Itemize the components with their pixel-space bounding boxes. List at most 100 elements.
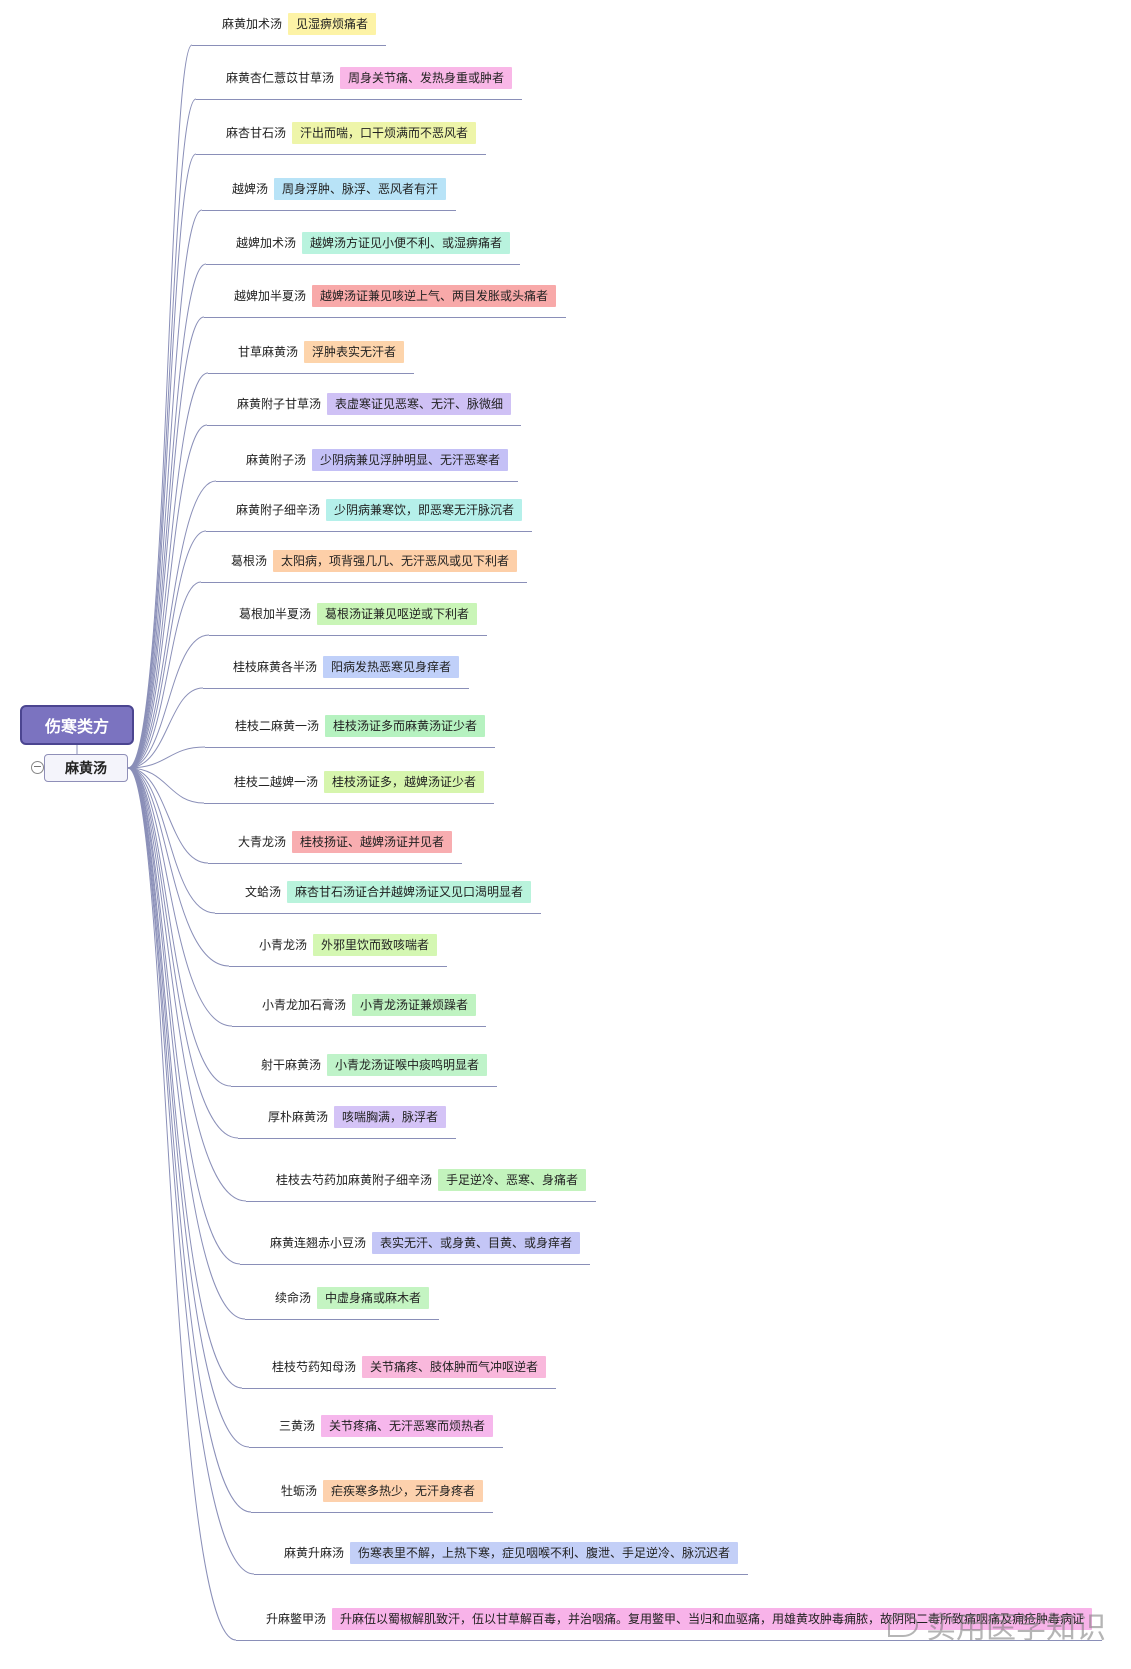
branch-description: 麻杏甘石汤证合并越婢汤证又见口渴明显者 bbox=[287, 881, 532, 903]
branch-node[interactable]: 桂枝二越婢一汤桂枝汤证多，越婢汤证少者 bbox=[234, 771, 485, 793]
branch-node[interactable]: 牡蛎汤疟疾寒多热少，无汗身疼者 bbox=[281, 1480, 484, 1502]
branch-name: 麻黄连翘赤小豆汤 bbox=[270, 1236, 367, 1250]
branch-description: 表实无汗、或身黄、目黄、或身痒者 bbox=[372, 1232, 581, 1254]
branch-node[interactable]: 麻黄附子甘草汤表虚寒证见恶寒、无汗、脉微细 bbox=[237, 393, 512, 415]
branch-underline bbox=[206, 264, 520, 265]
branch-underline bbox=[201, 582, 527, 583]
branch-description: 葛根汤证兼见呕逆或下利者 bbox=[317, 603, 478, 625]
connector-curve bbox=[127, 767, 243, 1389]
connector-curve bbox=[127, 767, 247, 1202]
branch-name: 麻杏甘石汤 bbox=[226, 126, 287, 140]
branch-node[interactable]: 射干麻黄汤小青龙汤证喉中痰鸣明显者 bbox=[261, 1054, 488, 1076]
connector-curve bbox=[127, 767, 252, 1513]
branch-description: 关节痛疼、肢体肿而气冲呕逆者 bbox=[362, 1356, 547, 1378]
branch-name: 大青龙汤 bbox=[238, 835, 287, 849]
branch-node[interactable]: 麻黄连翘赤小豆汤表实无汗、或身黄、目黄、或身痒者 bbox=[270, 1232, 581, 1254]
branch-name: 麻黄附子汤 bbox=[246, 453, 307, 467]
branch-underline bbox=[192, 45, 386, 46]
connector-curve bbox=[127, 581, 202, 769]
branch-node[interactable]: 葛根加半夏汤葛根汤证兼见呕逆或下利者 bbox=[239, 603, 478, 625]
branch-node[interactable]: 麻黄附子汤少阴病兼见浮肿明显、无汗恶寒者 bbox=[246, 449, 509, 471]
branch-description: 少阴病兼见浮肿明显、无汗恶寒者 bbox=[312, 449, 509, 471]
connector-curve bbox=[127, 98, 197, 769]
branch-underline bbox=[236, 1640, 1102, 1641]
branch-node[interactable]: 小青龙汤外邪里饮而致咳喘者 bbox=[259, 934, 438, 956]
branch-underline bbox=[251, 1512, 493, 1513]
branch-underline bbox=[207, 425, 521, 426]
root-node[interactable]: 伤寒类方 bbox=[20, 705, 134, 745]
branch-node[interactable]: 越婢加术汤越婢汤方证见小便不利、或湿痹痛者 bbox=[236, 232, 511, 254]
branch-description: 浮肿表实无汗者 bbox=[304, 341, 405, 363]
branch-node[interactable]: 麻黄杏仁薏苡甘草汤周身关节痛、发热身重或肿者 bbox=[226, 67, 513, 89]
branch-name: 小青龙加石膏汤 bbox=[262, 998, 347, 1012]
branch-node[interactable]: 桂枝芍药知母汤关节痛疼、肢体肿而气冲呕逆者 bbox=[272, 1356, 547, 1378]
branch-description: 手足逆冷、恶寒、身痛者 bbox=[438, 1169, 587, 1191]
branch-description: 疟疾寒多热少，无汗身疼者 bbox=[323, 1480, 484, 1502]
branch-name: 越婢汤 bbox=[232, 182, 269, 196]
branch-underline bbox=[238, 1138, 456, 1139]
branch-underline bbox=[209, 635, 487, 636]
branch-name: 桂枝去芍药加麻黄附子细辛汤 bbox=[276, 1173, 433, 1187]
branch-description: 桂枝汤证多，越婢汤证少者 bbox=[324, 771, 485, 793]
branch-node[interactable]: 桂枝麻黄各半汤阳病发热恶寒见身痒者 bbox=[233, 656, 460, 678]
branch-underline bbox=[206, 531, 532, 532]
branch-description: 周身关节痛、发热身重或肿者 bbox=[340, 67, 513, 89]
branch-node[interactable]: 桂枝二麻黄一汤桂枝汤证多而麻黄汤证少者 bbox=[235, 715, 486, 737]
connector-curve bbox=[127, 530, 207, 769]
branch-node[interactable]: 厚朴麻黄汤咳喘胸满，脉浮者 bbox=[268, 1106, 447, 1128]
branch-name: 桂枝二越婢一汤 bbox=[234, 775, 319, 789]
connector-curve bbox=[127, 263, 207, 769]
branch-underline bbox=[249, 1447, 503, 1448]
branch-description: 小青龙汤证兼烦躁者 bbox=[352, 994, 477, 1016]
branch-node[interactable]: 麻杏甘石汤汗出而喘，口干烦满而不恶风者 bbox=[226, 122, 477, 144]
connector-curve bbox=[127, 44, 193, 769]
branch-node[interactable]: 麻黄附子细辛汤少阴病兼寒饮，即恶寒无汗脉沉者 bbox=[236, 499, 523, 521]
branch-name: 麻黄附子甘草汤 bbox=[237, 397, 322, 411]
branch-underline bbox=[202, 210, 456, 211]
branch-node[interactable]: 越婢加半夏汤越婢汤证兼见咳逆上气、两目发胀或头痛者 bbox=[234, 285, 557, 307]
branch-node[interactable]: 小青龙加石膏汤小青龙汤证兼烦躁者 bbox=[262, 994, 477, 1016]
branch-underline bbox=[232, 1026, 486, 1027]
branch-description: 伤寒表里不解，上热下寒，症见咽喉不利、腹泄、手足逆冷、脉沉迟者 bbox=[350, 1542, 739, 1564]
connector-curve bbox=[127, 767, 241, 1265]
branch-underline bbox=[205, 747, 495, 748]
connector-curve bbox=[127, 767, 230, 967]
branch-node[interactable]: 麻黄升麻汤伤寒表里不解，上热下寒，症见咽喉不利、腹泄、手足逆冷、脉沉迟者 bbox=[284, 1542, 739, 1564]
connector-curve bbox=[127, 767, 246, 1320]
branch-name: 葛根汤 bbox=[231, 554, 268, 568]
branch-underline bbox=[216, 481, 518, 482]
branch-underline bbox=[254, 1574, 748, 1575]
branch-underline bbox=[208, 373, 414, 374]
branch-description: 少阴病兼寒饮，即恶寒无汗脉沉者 bbox=[326, 499, 523, 521]
branch-description: 关节疼痛、无汗恶寒而烦热者 bbox=[321, 1415, 494, 1437]
connector-curve bbox=[127, 687, 204, 769]
branch-node[interactable]: 续命汤中虚身痛或麻木者 bbox=[275, 1287, 430, 1309]
branch-node[interactable]: 甘草麻黄汤浮肿表实无汗者 bbox=[238, 341, 405, 363]
branch-description: 太阳病，项背强几几、无汗恶风或见下利者 bbox=[273, 550, 518, 572]
connector-curve bbox=[127, 767, 255, 1575]
branch-underline bbox=[240, 1264, 590, 1265]
branch-name: 桂枝麻黄各半汤 bbox=[233, 660, 318, 674]
branch-underline bbox=[242, 1388, 556, 1389]
branch-description: 外邪里饮而致咳喘者 bbox=[313, 934, 438, 956]
branch-name: 牡蛎汤 bbox=[281, 1484, 318, 1498]
branch-description: 周身浮肿、脉浮、恶风者有汗 bbox=[274, 178, 447, 200]
branch-node[interactable]: 文蛤汤麻杏甘石汤证合并越婢汤证又见口渴明显者 bbox=[245, 881, 532, 903]
collapse-toggle-icon[interactable]: − bbox=[31, 760, 44, 774]
branch-underline bbox=[229, 966, 447, 967]
main-topic-node[interactable]: 麻黄汤 bbox=[44, 754, 128, 782]
branch-node[interactable]: 越婢汤周身浮肿、脉浮、恶风者有汗 bbox=[232, 178, 447, 200]
branch-description: 见湿痹烦痛者 bbox=[288, 13, 377, 35]
branch-underline bbox=[203, 688, 469, 689]
branch-node[interactable]: 三黄汤关节疼痛、无汗恶寒而烦热者 bbox=[279, 1415, 494, 1437]
branch-node[interactable]: 大青龙汤桂枝扬证、越婢汤证并见者 bbox=[238, 831, 453, 853]
branch-node[interactable]: 桂枝去芍药加麻黄附子细辛汤手足逆冷、恶寒、身痛者 bbox=[276, 1169, 587, 1191]
branch-underline bbox=[204, 317, 566, 318]
branch-underline bbox=[204, 803, 494, 804]
branch-name: 桂枝芍药知母汤 bbox=[272, 1360, 357, 1374]
branch-node[interactable]: 麻黄加术汤见湿痹烦痛者 bbox=[222, 13, 377, 35]
wechat-icon bbox=[888, 1613, 918, 1637]
branch-name: 麻黄杏仁薏苡甘草汤 bbox=[226, 71, 335, 85]
branch-description: 越婢汤证兼见咳逆上气、两目发胀或头痛者 bbox=[312, 285, 557, 307]
branch-node[interactable]: 葛根汤太阳病，项背强几几、无汗恶风或见下利者 bbox=[231, 550, 518, 572]
